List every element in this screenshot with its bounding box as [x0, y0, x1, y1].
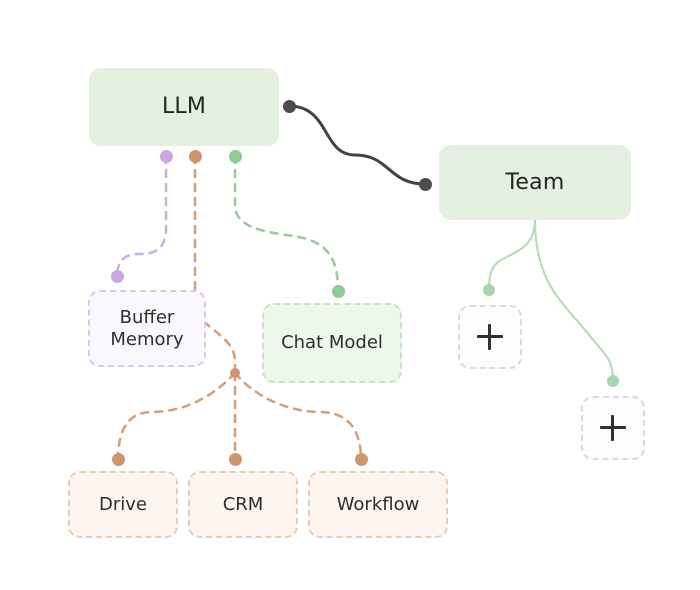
edge-tools-split-to-drive[interactable]: [116, 371, 237, 461]
node-label: Workflow: [336, 493, 420, 515]
edge-team-to-add-slot-1[interactable]: [487, 218, 537, 292]
edge-llm-to-buffer-memory[interactable]: [115, 154, 168, 278]
node-drive[interactable]: Drive: [68, 471, 178, 538]
node-label: Team: [505, 169, 565, 195]
port-llm-out-memory[interactable]: [159, 149, 173, 163]
plus-icon: [600, 415, 626, 441]
port-buffer-memory-in[interactable]: [110, 269, 124, 283]
port-llm-out-model[interactable]: [228, 149, 242, 163]
node-label: CRM: [222, 493, 264, 515]
port-tools-split[interactable]: [230, 368, 240, 378]
node-label: Drive: [99, 493, 147, 515]
edge-llm-to-chat-model[interactable]: [233, 154, 340, 293]
node-buffer-memory[interactable]: Buffer Memory: [88, 290, 206, 367]
node-label: Buffer Memory: [110, 307, 184, 350]
port-drive-in[interactable]: [111, 452, 125, 466]
node-llm[interactable]: LLM: [89, 68, 279, 146]
port-llm-out-tools[interactable]: [188, 149, 202, 163]
node-crm[interactable]: CRM: [188, 471, 298, 538]
port-llm-out-right[interactable]: [282, 99, 296, 113]
port-crm-in[interactable]: [228, 452, 242, 466]
port-workflow-in[interactable]: [354, 452, 368, 466]
port-add-slot-2-in[interactable]: [607, 375, 619, 387]
node-label: Chat Model: [281, 332, 383, 354]
node-add-slot-1[interactable]: [458, 305, 522, 369]
node-chat-model[interactable]: Chat Model: [262, 303, 402, 383]
port-chat-model-in[interactable]: [331, 284, 345, 298]
edge-team-to-add-slot-2[interactable]: [533, 218, 615, 383]
edge-tools-split-to-workflow[interactable]: [233, 371, 363, 461]
plus-icon: [477, 324, 503, 350]
node-team[interactable]: Team: [439, 145, 631, 220]
port-add-slot-1-in[interactable]: [483, 284, 495, 296]
node-workflow[interactable]: Workflow: [308, 471, 448, 538]
port-team-in-left[interactable]: [418, 177, 432, 191]
node-add-slot-2[interactable]: [581, 396, 645, 460]
node-label: LLM: [161, 94, 207, 120]
edge-llm-to-team[interactable]: [287, 104, 427, 186]
